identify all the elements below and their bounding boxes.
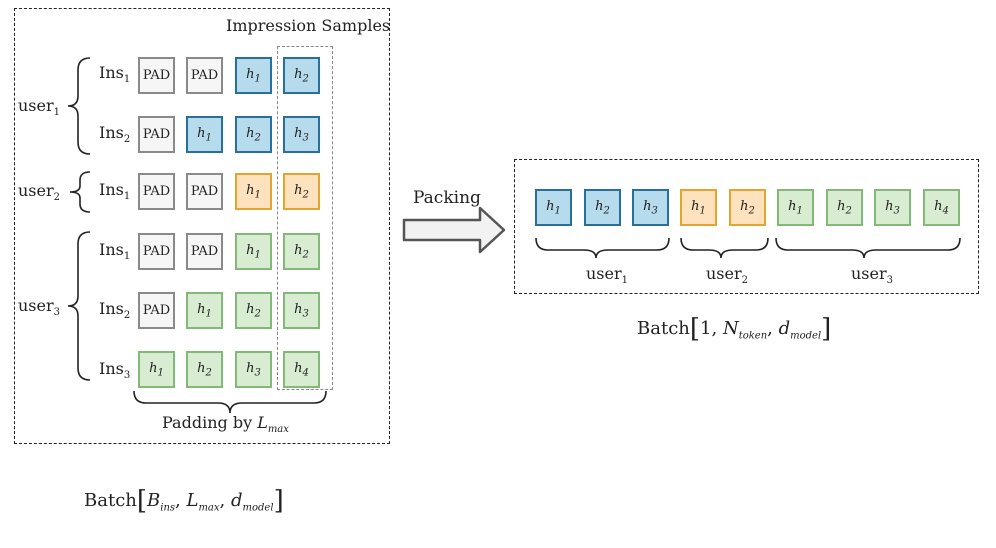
token-blue: h1 — [186, 116, 223, 153]
token-green: h3 — [283, 292, 320, 329]
pad-token: PAD — [138, 233, 175, 270]
pad-token: PAD — [186, 173, 223, 210]
user-1-brace — [67, 57, 91, 155]
group-user-3-brace — [775, 237, 961, 259]
pad-token: PAD — [138, 57, 175, 94]
right-batch-shape: Batch[1, Ntoken, dmodel] — [637, 314, 832, 344]
pad-token: PAD — [138, 173, 175, 210]
group-user-3-label: user3 — [851, 264, 894, 287]
token-green: h4 — [283, 351, 320, 388]
packed-token-green: h3 — [874, 189, 911, 226]
group-user-1-brace — [535, 237, 670, 259]
user-2-label: user2 — [18, 181, 61, 204]
token-green: h3 — [235, 351, 272, 388]
ins-label-row-2: Ins2 — [99, 123, 131, 146]
packed-token-green: h2 — [826, 189, 863, 226]
padding-brace — [133, 390, 327, 414]
token-green: h1 — [186, 292, 223, 329]
packed-token-green: h4 — [923, 189, 960, 226]
pad-token: PAD — [138, 292, 175, 329]
group-user-2-brace — [680, 237, 769, 259]
token-orange: h2 — [283, 173, 320, 210]
user-3-label: user3 — [18, 296, 61, 319]
packed-token-green: h1 — [777, 189, 814, 226]
packing-arrow-icon — [402, 206, 506, 254]
token-green: h2 — [186, 351, 223, 388]
token-blue: h2 — [283, 57, 320, 94]
packed-token-blue: h1 — [535, 189, 572, 226]
token-blue: h2 — [235, 116, 272, 153]
pad-token: PAD — [186, 57, 223, 94]
impression-samples-title: Impression Samples — [226, 16, 391, 35]
last-column-highlight — [277, 46, 333, 390]
left-batch-shape: Batch[Bins, Lmax, dmodel] — [84, 486, 284, 516]
token-blue: h3 — [283, 116, 320, 153]
padding-label: Padding by Lmax — [162, 413, 289, 436]
ins-label-row-1: Ins1 — [99, 63, 131, 86]
token-green: h2 — [235, 292, 272, 329]
packed-token-blue: h2 — [584, 189, 621, 226]
packing-label: Packing — [413, 188, 481, 208]
packed-batch-box — [514, 159, 979, 294]
packed-token-orange: h2 — [729, 189, 766, 226]
packed-token-orange: h1 — [680, 189, 717, 226]
ins-label-row-3: Ins1 — [99, 180, 131, 203]
user-1-label: user1 — [18, 96, 61, 119]
user-2-brace — [69, 171, 91, 213]
pad-token: PAD — [186, 233, 223, 270]
ins-label-row-4: Ins1 — [99, 240, 131, 263]
token-green: h2 — [283, 233, 320, 270]
token-orange: h1 — [235, 173, 272, 210]
group-user-2-label: user2 — [706, 264, 749, 287]
pad-token: PAD — [138, 116, 175, 153]
token-blue: h1 — [235, 57, 272, 94]
impression-samples-box — [14, 8, 390, 444]
ins-label-row-6: Ins3 — [99, 359, 131, 382]
group-user-1-label: user1 — [586, 264, 629, 287]
user-3-brace — [67, 231, 91, 381]
ins-label-row-5: Ins2 — [99, 299, 131, 322]
token-green: h1 — [138, 351, 175, 388]
token-green: h1 — [235, 233, 272, 270]
packed-token-blue: h3 — [632, 189, 669, 226]
